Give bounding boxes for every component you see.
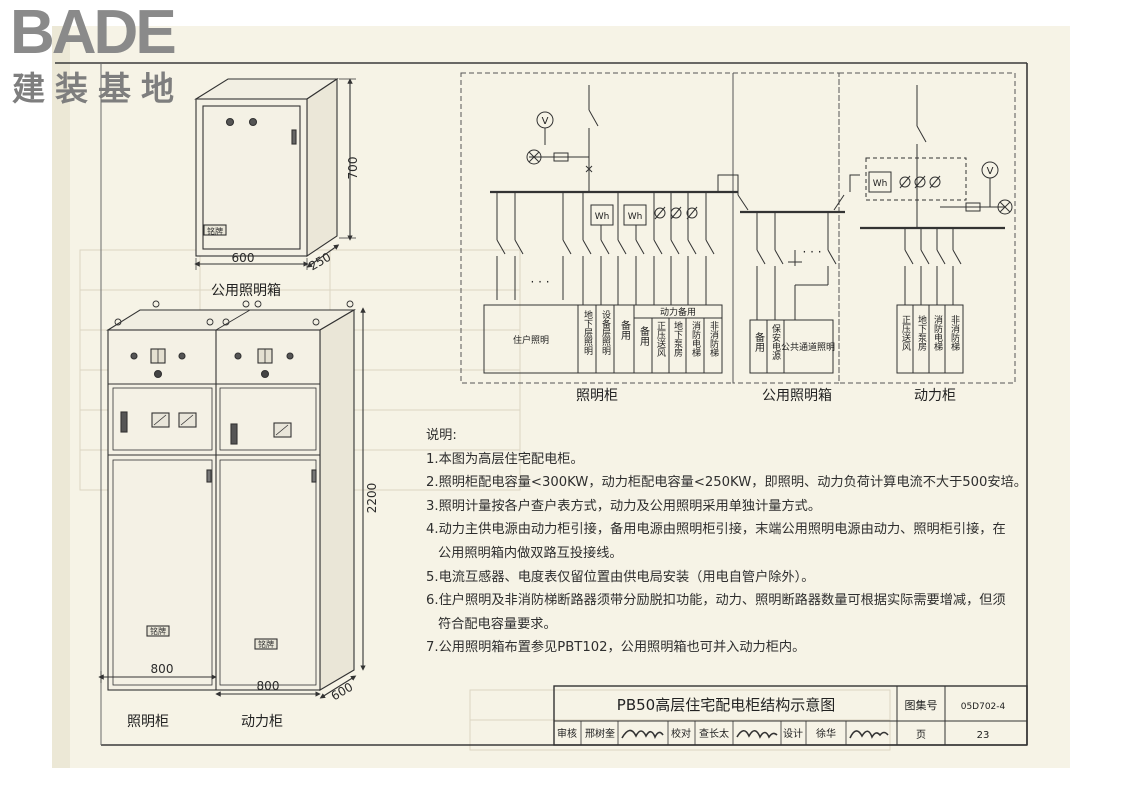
power-load-pump: 地下泵房 xyxy=(916,314,927,352)
power-cabinet-label: 动力柜 xyxy=(241,714,283,730)
lighting-cabinet-title: 照明柜 xyxy=(576,388,618,404)
public-ellipsis: · · · xyxy=(802,245,821,259)
public-lighting-box-drawing xyxy=(194,77,356,270)
power-load-pressurize: 正压送风 xyxy=(900,315,911,352)
load-equipment-lighting: 设备层照明 xyxy=(600,310,611,356)
power-load-fire-elevator: 消防电梯 xyxy=(932,314,943,352)
load-pressurize-fan: 正压送风 xyxy=(655,321,666,358)
load-public-corridor: 公共通道照明 xyxy=(781,341,835,353)
large-cabinets-drawing xyxy=(98,300,366,699)
note-item: 4.动力主供电源由动力柜引接，备用电源由照明柜引接，末端公用照明电源由动力、照明… xyxy=(426,522,1006,538)
note-item-continuation: 符合配电容量要求。 xyxy=(438,616,557,632)
note-item-continuation: 公用照明箱内做双路互投接线。 xyxy=(438,545,623,561)
review-label: 审核 xyxy=(557,727,577,740)
public-lighting-box-label: 公用照明箱 xyxy=(211,283,281,299)
load-spare-2: 备用 xyxy=(638,325,650,347)
load-basement-lighting: 地下层照明 xyxy=(582,309,593,356)
check-name: 查长太 xyxy=(699,727,729,740)
page-no: 23 xyxy=(977,730,990,741)
review-name: 邢树奎 xyxy=(585,727,615,740)
power-v-meter-label: V xyxy=(987,166,994,177)
note-item: 7.公用照明箱布置参见PBT102，公用照明箱也可并入动力柜内。 xyxy=(426,640,806,656)
load-public-spare: 备用 xyxy=(753,331,765,353)
atlas-no: 05D702-4 xyxy=(961,702,1006,712)
lighting-v-meter-label: V xyxy=(542,116,549,127)
power-load-non-fire-elevator: 非消防梯 xyxy=(949,314,960,352)
drawing-title: PB50高层住宅配电柜结构示意图 xyxy=(617,696,835,714)
note-item: 6.住户照明及非消防梯断路器须带分励脱扣功能，动力、照明断路器数量可根据实际需要… xyxy=(426,593,1006,609)
title-block xyxy=(553,685,1028,746)
schematic-diagram xyxy=(460,72,1016,384)
design-name: 徐华 xyxy=(816,727,836,740)
logo-subtitle: 建装基地 xyxy=(12,69,184,108)
load-resident-lighting: 住户照明 xyxy=(513,334,549,346)
small-nameplate: 铭牌 xyxy=(207,226,223,236)
lighting-wh-2: Wh xyxy=(628,212,643,222)
load-basement-pump: 地下泵房 xyxy=(672,320,683,358)
power-wh: Wh xyxy=(873,179,888,189)
note-item: 3.照明计量按各户查户表方式，动力及公用照明采用单独计量方式。 xyxy=(426,498,822,514)
notes-heading: 说明: xyxy=(426,428,457,443)
note-item: 5.电流互感器、电度表仅留位置由供电局安装（用电自管户除外）。 xyxy=(426,569,815,585)
load-non-fire-elevator: 非消防梯 xyxy=(708,320,719,358)
note-item: 2.照明柜配电容量<300KW，动力柜配电容量<250KW，即照明、动力负荷计算… xyxy=(426,475,1027,491)
load-security-power: 保安电源 xyxy=(770,323,781,361)
load-fire-elevator: 消防电梯 xyxy=(690,320,701,358)
public-box-title: 公用照明箱 xyxy=(762,388,832,404)
load-spare-1: 备用 xyxy=(619,319,631,341)
note-item: 1.本图为高层住宅配电柜。 xyxy=(426,451,584,467)
lighting-ellipsis: · · · xyxy=(530,275,549,289)
load-power-spare-group: 动力备用 xyxy=(660,306,696,318)
lighting-wh-1: Wh xyxy=(595,212,610,222)
dim-800-right: 800 xyxy=(257,679,280,693)
large-nameplate-right: 铭牌 xyxy=(258,639,274,649)
large-nameplate-left: 铭牌 xyxy=(150,626,166,636)
lighting-cabinet-label: 照明柜 xyxy=(127,714,169,730)
dim-600-small: 600 xyxy=(232,251,255,265)
dim-700: 700 xyxy=(346,157,360,180)
dim-2200: 2200 xyxy=(365,483,379,514)
check-label: 校对 xyxy=(671,727,691,740)
atlas-no-label: 图集号 xyxy=(905,698,938,712)
dim-800-left: 800 xyxy=(151,662,174,676)
paper-shadow-band xyxy=(52,26,70,768)
design-label: 设计 xyxy=(783,727,803,740)
power-cabinet-title: 动力柜 xyxy=(914,388,956,404)
page-label: 页 xyxy=(916,729,926,741)
logo-wordmark: BADE xyxy=(10,0,177,67)
notes-block: 说明: 1.本图为高层住宅配电柜。 2.照明柜配电容量<300KW，动力柜配电容… xyxy=(426,424,1036,660)
